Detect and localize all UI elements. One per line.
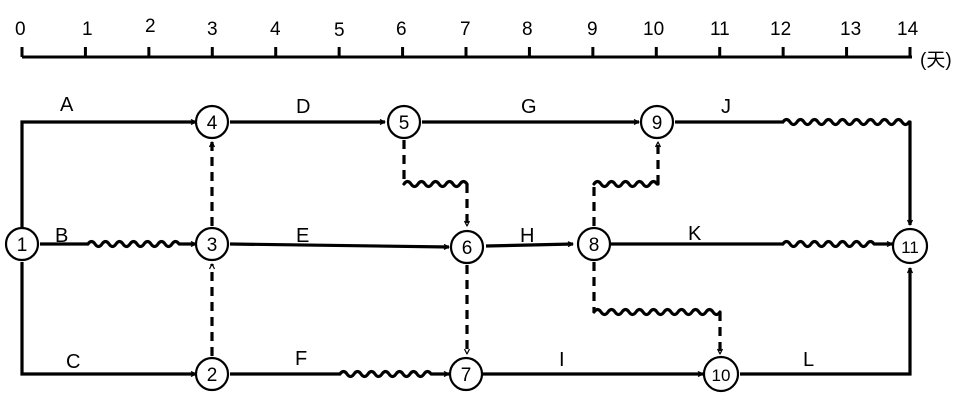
- activity-label-C: C: [66, 351, 80, 373]
- node-7-circle: [448, 356, 484, 392]
- node-4: 4: [194, 104, 230, 140]
- tick-marks: [20, 47, 912, 57]
- node-2-circle: [194, 356, 230, 392]
- wavy-K: [781, 239, 894, 249]
- wavy-8-9: [592, 179, 660, 189]
- wavy-J: [781, 117, 912, 127]
- node-6-label: 6: [462, 238, 473, 259]
- node-9-circle: [639, 104, 675, 140]
- arrow-E: [229, 242, 449, 247]
- time-unit-label: (天): [920, 50, 952, 71]
- node-10-circle: [702, 355, 740, 393]
- tick-label-2: 2: [145, 16, 156, 37]
- node-8-label: 8: [589, 235, 600, 256]
- arrow-C: [20, 262, 196, 374]
- event-nodes: 1 2 3 4 5 6 7 8: [4, 104, 929, 393]
- tick-label-11: 11: [710, 19, 730, 40]
- wavy-8-10: [592, 307, 722, 317]
- tick-label-1: 1: [82, 19, 93, 40]
- node-11-circle: [891, 227, 929, 265]
- tick-label-13: 13: [840, 19, 861, 40]
- tick-label-8: 8: [522, 19, 533, 40]
- activity-label-I: I: [559, 349, 565, 371]
- node-5-label: 5: [399, 113, 410, 134]
- activity-label-L: L: [803, 349, 814, 371]
- tick-label-7: 7: [460, 19, 471, 40]
- node-9-label: 9: [652, 113, 663, 134]
- node-1-circle: [4, 226, 40, 262]
- node-9: 9: [639, 104, 675, 140]
- tick-label-10: 10: [643, 19, 664, 40]
- node-3: 3: [194, 226, 230, 262]
- activity-label-D: D: [296, 96, 310, 118]
- activity-label-J: J: [721, 96, 731, 118]
- node-7-label: 7: [461, 365, 472, 386]
- tick-label-3: 3: [207, 19, 218, 40]
- tick-label-14: 14: [897, 19, 919, 40]
- work-arrows: [20, 122, 910, 376]
- node-7: 7: [448, 356, 484, 392]
- node-11: 11: [891, 227, 929, 265]
- node-11-label: 11: [901, 238, 919, 257]
- tick-label-6: 6: [396, 19, 407, 40]
- node-4-label: 4: [207, 113, 218, 134]
- node-8-circle: [576, 226, 612, 262]
- node-2: 2: [194, 356, 230, 392]
- wavy-B: [86, 239, 198, 249]
- node-6: 6: [449, 229, 485, 265]
- node-2-label: 2: [207, 365, 218, 386]
- activity-label-H: H: [520, 225, 534, 247]
- wavy-5-6: [402, 179, 469, 189]
- node-4-circle: [194, 104, 230, 140]
- activity-label-K: K: [688, 223, 702, 245]
- arrow-H: [485, 244, 573, 248]
- tick-label-5: 5: [334, 20, 345, 41]
- activity-label-B: B: [55, 225, 68, 247]
- tick-label-9: 9: [587, 19, 598, 40]
- node-5: 5: [386, 104, 422, 140]
- tick-labels: 0 1 2 3 4 5 6 7 8 9 10 11 12 13 14: [15, 16, 919, 41]
- activity-label-F: F: [295, 348, 307, 370]
- activity-labels: A B C D E F G H I J K L: [55, 94, 814, 373]
- arrow-A: [20, 122, 196, 228]
- node-10: 10: [702, 355, 740, 393]
- tick-label-0: 0: [15, 19, 26, 40]
- node-10-label: 10: [712, 366, 731, 385]
- node-3-label: 3: [207, 235, 218, 256]
- node-8: 8: [576, 226, 612, 262]
- arrow-L: [740, 268, 910, 376]
- node-1: 1: [4, 226, 40, 262]
- node-1-label: 1: [17, 235, 28, 256]
- free-float-lines: [86, 117, 912, 379]
- activity-label-A: A: [60, 94, 74, 116]
- activity-label-E: E: [296, 225, 309, 247]
- dummy-arrows: [212, 140, 720, 356]
- node-5-circle: [386, 104, 422, 140]
- node-3-circle: [194, 226, 230, 262]
- time-scale: 0 1 2 3 4 5 6 7 8 9 10 11 12 13 14 (天): [15, 16, 952, 71]
- tick-label-4: 4: [270, 19, 281, 40]
- node-6-circle: [449, 229, 485, 265]
- wavy-F: [338, 369, 451, 379]
- activity-label-G: G: [521, 96, 537, 118]
- tick-label-12: 12: [770, 19, 791, 40]
